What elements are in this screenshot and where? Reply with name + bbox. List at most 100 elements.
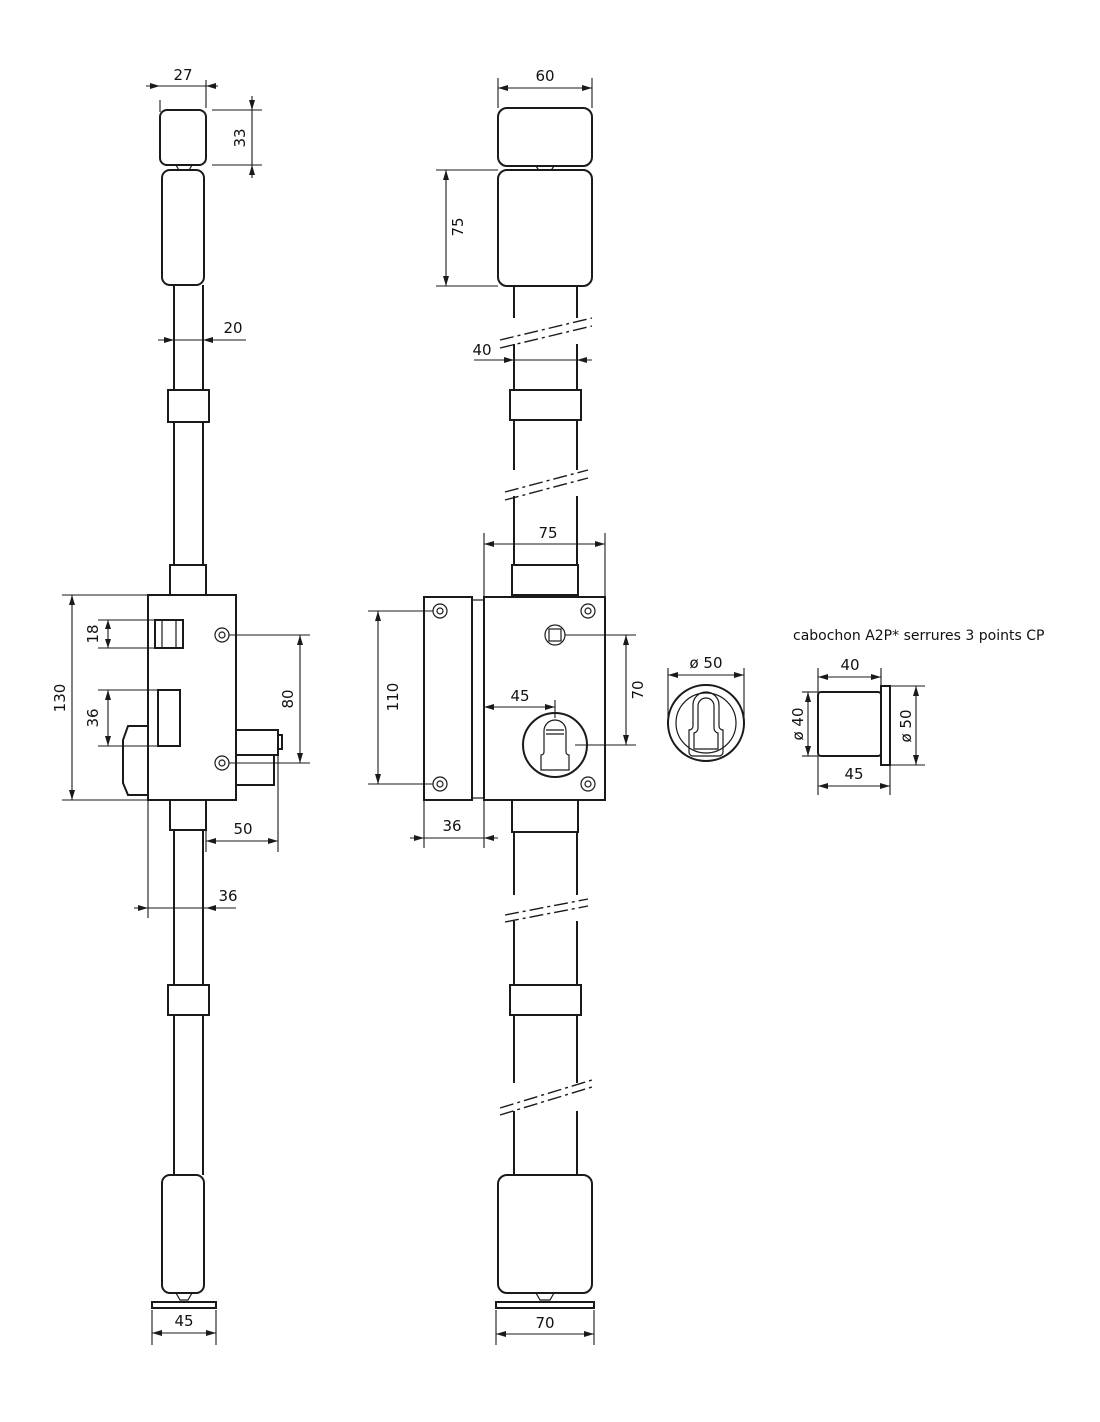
arrowhead	[504, 357, 514, 363]
break-gap	[508, 895, 584, 921]
arrowhead	[913, 755, 919, 765]
dim-latch-height: 18	[84, 624, 102, 643]
dim-plate-width: 45	[174, 1312, 193, 1330]
screw-head	[436, 780, 444, 788]
arrowhead	[206, 905, 216, 911]
lower-rod-connector	[169, 799, 207, 831]
bolt-lower	[235, 754, 275, 786]
arrowhead	[69, 790, 75, 800]
arrowhead	[484, 541, 494, 547]
screw-head	[218, 631, 226, 639]
arrowhead	[150, 83, 160, 89]
arrowhead	[105, 690, 111, 700]
dim-cabochon-depth: 40	[840, 656, 859, 674]
lower-rod-connector	[511, 799, 579, 833]
dim-rosette-diameter: ø 50	[689, 654, 722, 672]
screw-head	[436, 607, 444, 615]
break-mark	[499, 1086, 593, 1116]
screw-head	[218, 759, 226, 767]
arrowhead	[668, 672, 678, 678]
dim-cylinder-offset: 45	[510, 687, 529, 705]
screw-head	[580, 776, 596, 792]
left-side-view: 27 33 20 130 18 36	[51, 66, 310, 1345]
break-gap	[508, 1083, 584, 1111]
arrowhead	[484, 704, 494, 710]
arrowhead	[577, 357, 587, 363]
arrowhead	[206, 838, 216, 844]
dim-case-width: 75	[538, 524, 557, 542]
dim-case-height: 130	[51, 684, 69, 713]
bottom-guide-tip	[535, 1292, 555, 1301]
break-mark	[504, 898, 589, 916]
dim-cabochon-body-diameter: ø 40	[789, 707, 807, 740]
cabochon-detail: cabochon A2P* serrures 3 points CP 40 ø …	[789, 628, 1044, 795]
arrowhead	[545, 704, 555, 710]
arrowhead	[203, 337, 213, 343]
arrowhead	[805, 746, 811, 756]
break-gap	[508, 318, 584, 344]
bottom-plate	[495, 1301, 595, 1309]
arrowhead	[206, 83, 216, 89]
dim-deadbolt-height: 36	[84, 708, 102, 727]
dim-top-guide-height: 75	[449, 217, 467, 236]
bottom-guide-tip	[175, 1292, 193, 1301]
upper-rod-collar	[509, 389, 582, 421]
arrowhead	[249, 165, 255, 175]
bottom-guide	[497, 1174, 593, 1294]
dim-rod-diameter: 40	[472, 341, 491, 359]
bottom-plate	[151, 1301, 217, 1309]
dim-keeper-height: 110	[384, 683, 402, 712]
arrowhead	[498, 85, 508, 91]
cabochon-body	[817, 691, 882, 757]
rosette-inner	[675, 692, 737, 754]
arrowhead	[871, 674, 881, 680]
latch	[154, 619, 184, 649]
arrowhead	[582, 85, 592, 91]
arrowhead	[105, 620, 111, 629]
dim-cabochon-flange-diameter: ø 50	[897, 709, 915, 742]
arrowhead	[880, 783, 890, 789]
arrowhead	[164, 337, 174, 343]
dim-screw-spacing: 80	[279, 689, 297, 708]
right-front-view: 60 75 40 75 110 45	[368, 67, 647, 1345]
dim-case-depth: 36	[218, 887, 237, 905]
arrowhead	[105, 639, 111, 648]
cabochon-caption: cabochon A2P* serrures 3 points CP	[793, 628, 1044, 644]
arrowhead	[375, 611, 381, 621]
upper-rod-connector	[169, 564, 207, 596]
top-guide	[497, 169, 593, 287]
break-mark	[499, 317, 593, 341]
top-cap	[159, 109, 207, 166]
top-cap	[497, 107, 593, 167]
arrowhead	[443, 276, 449, 286]
arrowhead	[249, 100, 255, 110]
arrowhead	[414, 835, 424, 841]
rosette-keyhole	[688, 691, 724, 757]
dim-cap-width: 27	[173, 66, 192, 84]
lower-rod-collar	[167, 984, 210, 1016]
keeper	[423, 596, 473, 801]
cylinder-boss	[122, 725, 149, 796]
arrowhead	[818, 783, 828, 789]
screw-head	[584, 607, 592, 615]
arrowhead	[818, 674, 828, 680]
arrowhead	[584, 1331, 594, 1337]
upper-rod-collar	[167, 389, 210, 423]
break-mark	[499, 325, 593, 349]
arrowhead	[734, 672, 744, 678]
bolt-tip	[277, 734, 283, 750]
arrowhead	[623, 635, 629, 645]
bottom-guide	[161, 1174, 205, 1294]
dim-rod-width: 20	[223, 319, 242, 337]
arrowhead	[105, 736, 111, 746]
lower-rod-collar	[509, 984, 582, 1016]
arrowhead	[913, 686, 919, 696]
arrowhead	[443, 170, 449, 180]
bolt	[235, 729, 279, 756]
lock-case	[483, 596, 606, 801]
cylinder-keyway	[540, 719, 570, 771]
arrowhead	[297, 753, 303, 763]
arrowhead	[206, 1330, 216, 1336]
arrowhead	[805, 692, 811, 702]
